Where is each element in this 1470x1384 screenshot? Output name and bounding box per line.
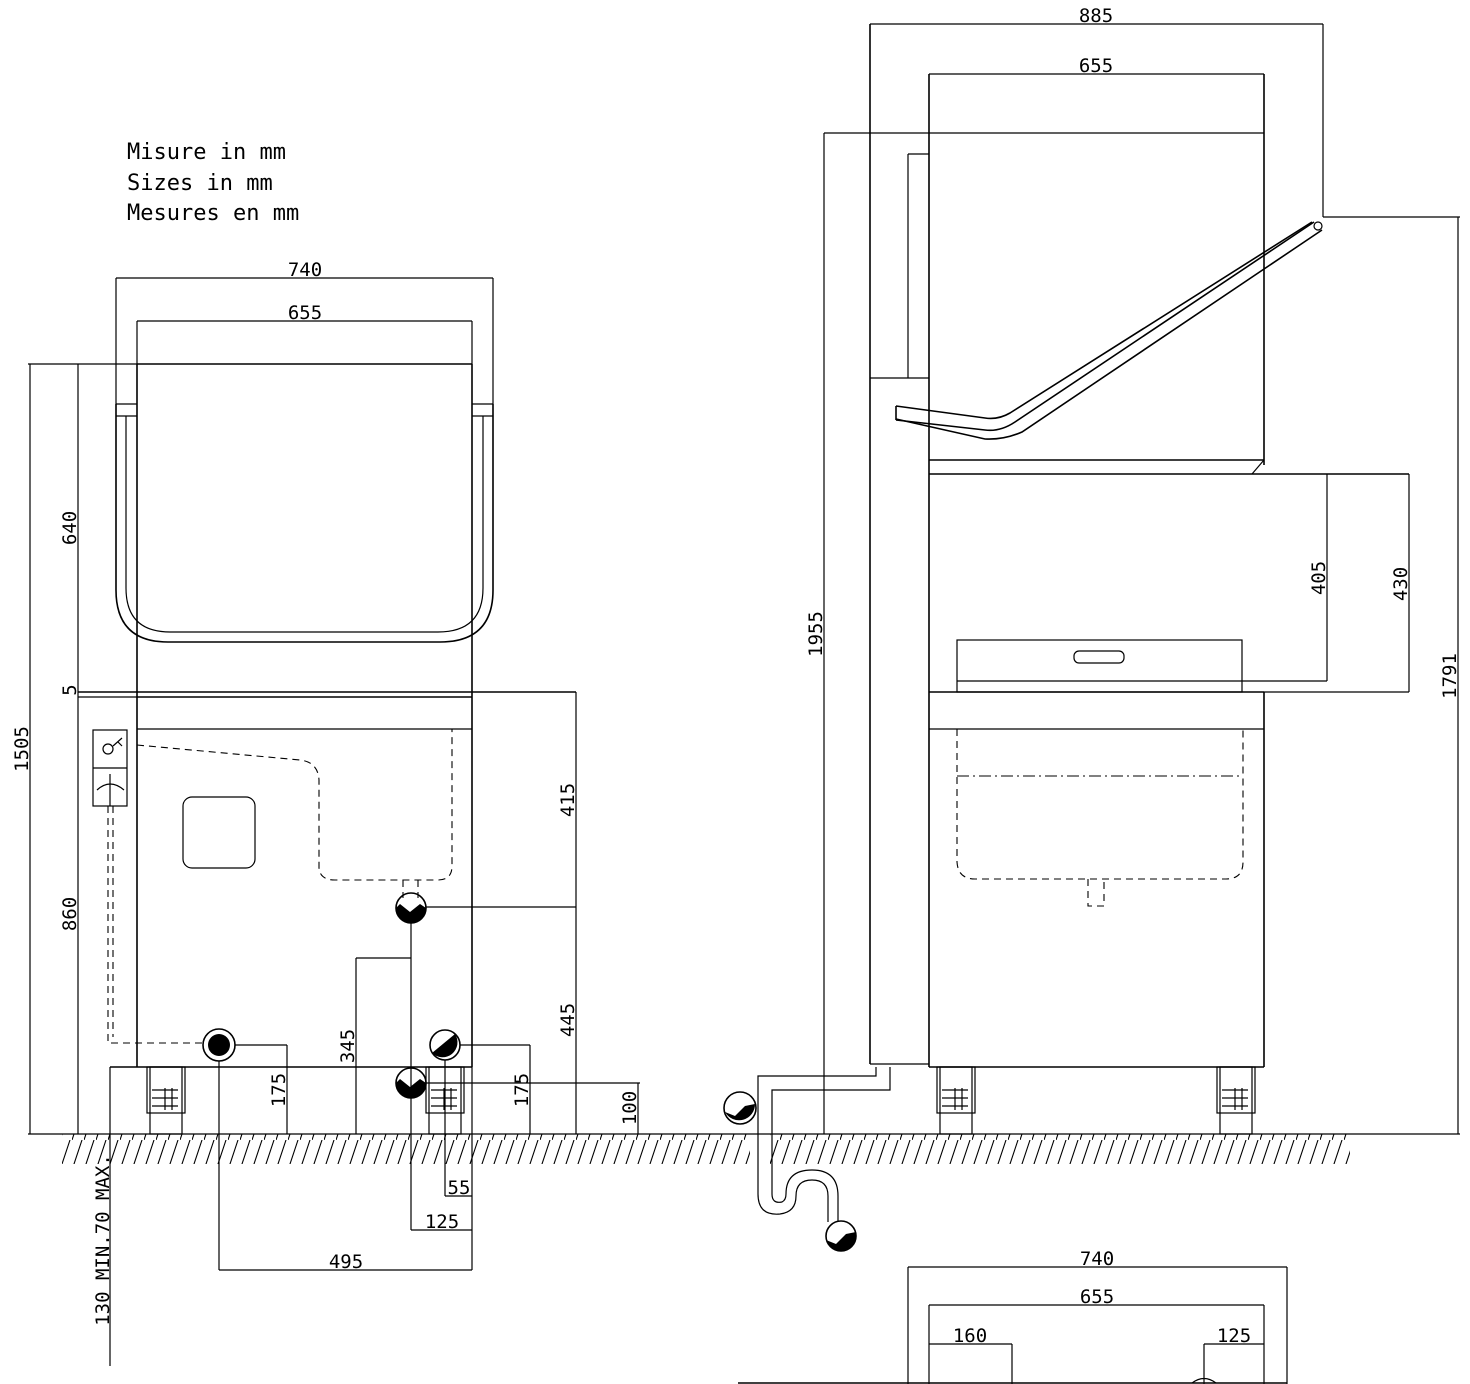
side-view: 885 655 1955 1791 405 430 [805, 5, 1461, 1135]
dim-front-height-100: 100 [619, 1091, 641, 1125]
dim-front-offset-495: 495 [329, 1251, 363, 1273]
front-dimension-lines [28, 277, 640, 1366]
front-view: 740 655 640 5 1505 860 415 445 345 175 1… [11, 259, 641, 1366]
dim-front-base-height: 860 [59, 897, 81, 931]
floor [28, 1133, 1460, 1164]
dim-front-height-445: 445 [557, 1003, 579, 1037]
side-feet [936, 1066, 1256, 1135]
front-feet [146, 1066, 465, 1135]
dim-side-height-430: 430 [1390, 567, 1412, 601]
side-dimension-lines [823, 23, 1460, 1134]
dim-front-height-175-right: 175 [511, 1073, 533, 1107]
dim-front-inner-width: 655 [288, 302, 322, 324]
dim-side-height-1791: 1791 [1439, 653, 1461, 699]
units-note-it: Misure in mm [127, 140, 286, 165]
dim-side-hood-depth: 655 [1079, 55, 1113, 77]
dim-side-total-depth: 885 [1079, 5, 1113, 27]
dim-plan-outer-width: 740 [1080, 1248, 1114, 1270]
dim-front-total-height: 1505 [11, 726, 33, 772]
dim-front-feet-note: 130 MIN.70 MAX. [92, 1154, 114, 1326]
units-note: Misure in mm Sizes in mm Mesures en mm [127, 138, 299, 230]
drain-hose [723, 1067, 891, 1252]
dim-front-height-345: 345 [337, 1029, 359, 1063]
dim-front-offset-125: 125 [425, 1211, 459, 1233]
dim-front-hood-height: 640 [59, 511, 81, 545]
dim-plan-offset-160: 160 [953, 1325, 987, 1347]
dim-side-total-height-open: 1955 [805, 611, 827, 657]
dim-front-height-175-left: 175 [268, 1073, 290, 1107]
dim-front-gap: 5 [59, 684, 81, 695]
dim-front-offset-55: 55 [448, 1177, 471, 1199]
units-note-en: Sizes in mm [127, 170, 273, 196]
dim-plan-offset-125: 125 [1217, 1325, 1251, 1347]
dim-plan-inner-width: 655 [1080, 1286, 1114, 1308]
dim-front-inlet-height: 415 [557, 783, 579, 817]
dim-front-outer-width: 740 [288, 259, 322, 281]
units-note-fr: Mesures en mm [127, 201, 300, 226]
dim-side-height-405: 405 [1308, 561, 1330, 595]
plan-view: 740 655 160 125 [738, 1248, 1288, 1384]
